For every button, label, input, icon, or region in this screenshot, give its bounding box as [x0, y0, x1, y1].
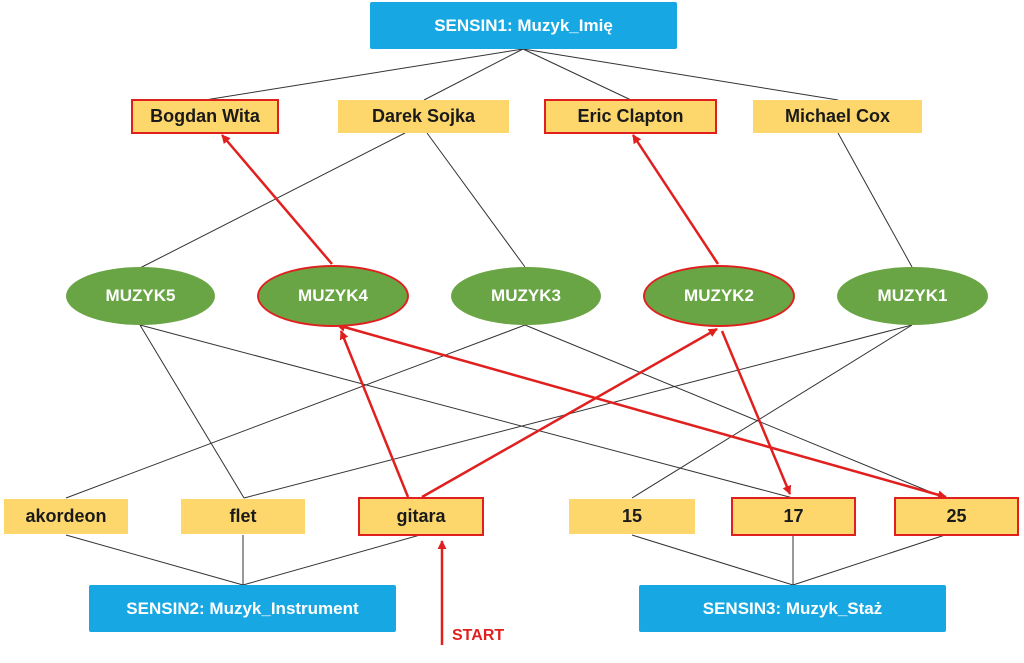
edge-muzyk3-25 — [524, 324, 946, 499]
value-darek-sojka[interactable]: Darek Sojka — [338, 100, 509, 133]
arrow-muzyk2-17 — [720, 330, 792, 495]
muzyk2-node[interactable]: MUZYK2 — [643, 265, 795, 327]
value-eric-clapton[interactable]: Eric Clapton — [544, 99, 717, 134]
edge-darek-muzyk5 — [139, 132, 406, 269]
edge-15-s3 — [631, 534, 794, 586]
arrow-gitara-muzyk4 — [339, 330, 410, 498]
edge-s1-bogdan — [204, 48, 524, 101]
edge-gitara-s2 — [242, 534, 421, 586]
muzyk5-node[interactable]: MUZYK5 — [66, 267, 215, 325]
edge-25-s3 — [792, 534, 946, 586]
edge-s1-eric — [522, 48, 632, 101]
value-akordeon[interactable]: akordeon — [4, 499, 128, 534]
arrow-gitara-muzyk2 — [421, 327, 718, 499]
value-michael-cox[interactable]: Michael Cox — [753, 100, 922, 133]
value-15[interactable]: 15 — [569, 499, 695, 534]
value-gitara[interactable]: gitara — [358, 497, 484, 536]
arrow-muzyk2-eric — [631, 134, 720, 265]
value-17[interactable]: 17 — [731, 497, 856, 536]
edge-darek-muzyk3 — [426, 132, 526, 268]
muzyk3-node[interactable]: MUZYK3 — [451, 267, 601, 325]
edge-muzyk1-15 — [631, 324, 913, 499]
edge-akordeon-s2 — [65, 534, 244, 586]
arrow-muzyk4-25 — [336, 322, 947, 500]
sensin3-muzyk-staz[interactable]: SENSIN3: Muzyk_Staż — [639, 585, 946, 632]
edge-s1-michael — [522, 48, 839, 101]
edge-muzyk1-flet — [243, 324, 913, 499]
edge-muzyk3-akordeon — [65, 324, 526, 499]
edge-michael-muzyk1 — [837, 132, 913, 268]
value-bogdan-wita[interactable]: Bogdan Wita — [131, 99, 279, 134]
sensin2-muzyk-instrument[interactable]: SENSIN2: Muzyk_Instrument — [89, 585, 396, 632]
start-label: START — [452, 627, 505, 644]
sensin1-muzyk-imie[interactable]: SENSIN1: Muzyk_Imię — [370, 2, 677, 49]
edge-muzyk5-flet — [139, 324, 245, 499]
muzyk1-node[interactable]: MUZYK1 — [837, 267, 988, 325]
muzyk4-node[interactable]: MUZYK4 — [257, 265, 409, 327]
value-flet[interactable]: flet — [181, 499, 305, 534]
value-25[interactable]: 25 — [894, 497, 1019, 536]
edge-s1-darek — [423, 48, 524, 101]
arrow-muzyk4-bogdan — [221, 134, 333, 265]
